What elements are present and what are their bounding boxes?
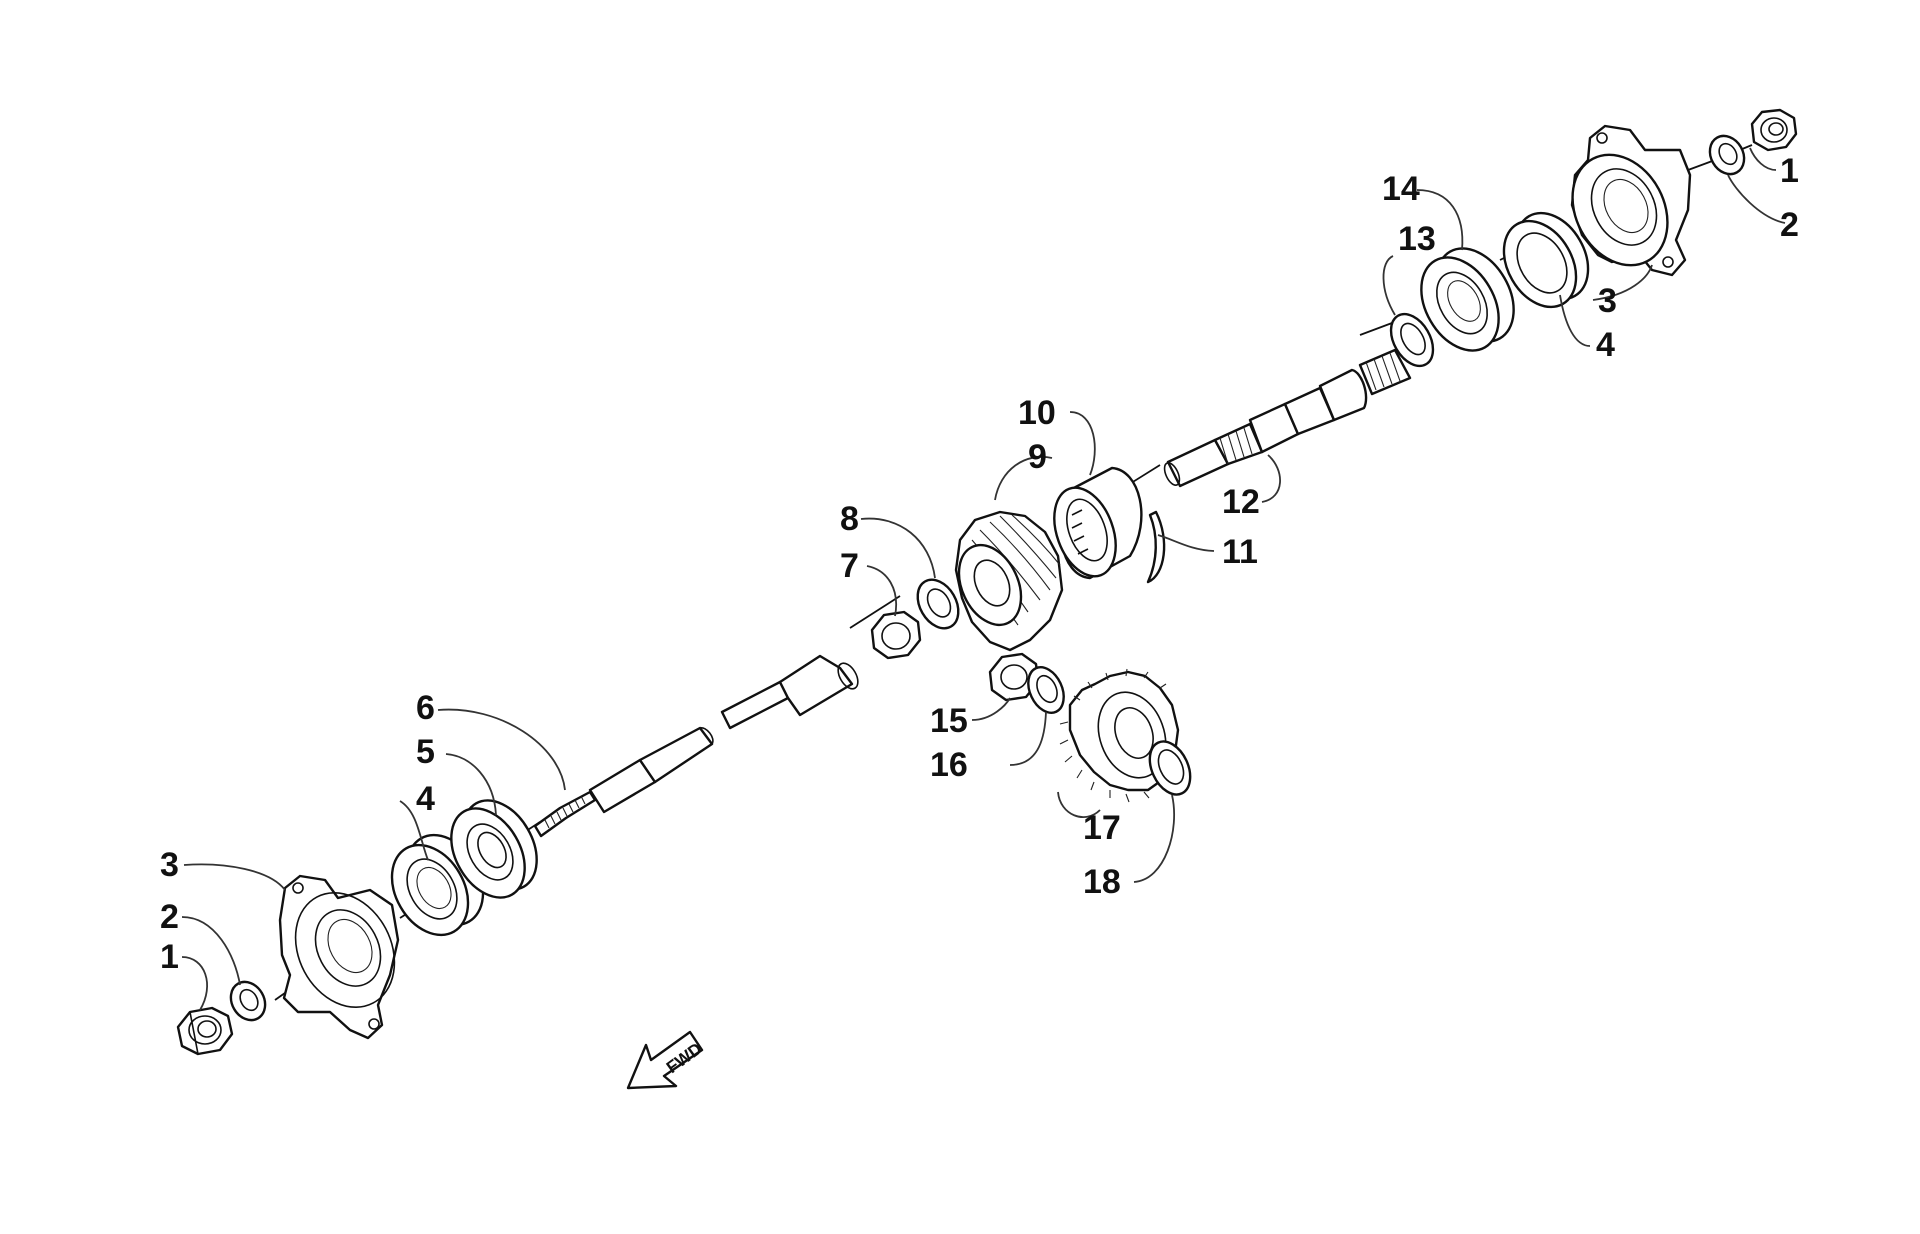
callout-label: 13 bbox=[1398, 220, 1436, 258]
part-pinion-gear bbox=[954, 510, 1064, 652]
callout-label: 1 bbox=[1780, 152, 1799, 190]
part-nut-15 bbox=[988, 652, 1040, 702]
fwd-direction-arrow: FWD bbox=[626, 1030, 705, 1090]
callout-label: 2 bbox=[1780, 206, 1799, 244]
callout-label: 11 bbox=[1222, 533, 1258, 571]
callout-labels: 1 2 3 4 5 6 7 8 9 10 11 12 13 14 1 2 3 4… bbox=[160, 152, 1799, 976]
part-washer-8 bbox=[916, 578, 960, 630]
part-washer-13 bbox=[1389, 312, 1435, 368]
part-nut-center bbox=[870, 610, 922, 660]
part-shim-18 bbox=[1148, 740, 1192, 796]
leader-lines bbox=[181, 147, 1786, 1011]
callout-label: 14 bbox=[1382, 170, 1420, 208]
callout-label: 10 bbox=[1018, 394, 1056, 432]
callout-label: 3 bbox=[160, 846, 179, 884]
part-flange-hub-left bbox=[278, 874, 400, 1040]
part-washer-16 bbox=[1027, 666, 1065, 714]
callout-label: 15 bbox=[930, 702, 968, 740]
callout-label: 8 bbox=[840, 500, 859, 538]
part-nut-left bbox=[176, 1006, 234, 1056]
callout-label: 4 bbox=[1596, 326, 1615, 364]
callout-label: 17 bbox=[1083, 809, 1121, 847]
callout-label: 9 bbox=[1028, 438, 1047, 476]
callout-label: 5 bbox=[416, 733, 435, 771]
callout-label: 4 bbox=[416, 780, 435, 818]
part-snap-ring bbox=[1146, 510, 1166, 584]
callout-label: 12 bbox=[1222, 483, 1260, 521]
callout-label: 18 bbox=[1083, 863, 1121, 901]
part-flange-hub-right bbox=[1570, 124, 1692, 277]
part-washer-right bbox=[1708, 134, 1746, 176]
part-shaft-right bbox=[1163, 348, 1412, 488]
part-bearing-right bbox=[1502, 211, 1590, 309]
callout-label: 16 bbox=[930, 746, 968, 784]
callout-label: 7 bbox=[840, 547, 859, 585]
callout-label: 2 bbox=[160, 898, 179, 936]
callout-label: 6 bbox=[416, 689, 435, 727]
part-seal-right bbox=[1420, 247, 1515, 352]
callout-label: 3 bbox=[1598, 282, 1617, 320]
callout-label: 1 bbox=[160, 938, 179, 976]
part-shaft-left bbox=[533, 654, 859, 838]
part-seal-left bbox=[450, 799, 538, 899]
part-nut-right bbox=[1750, 108, 1798, 152]
part-bearing-cup-10 bbox=[1053, 466, 1143, 580]
part-washer-left bbox=[229, 980, 267, 1022]
